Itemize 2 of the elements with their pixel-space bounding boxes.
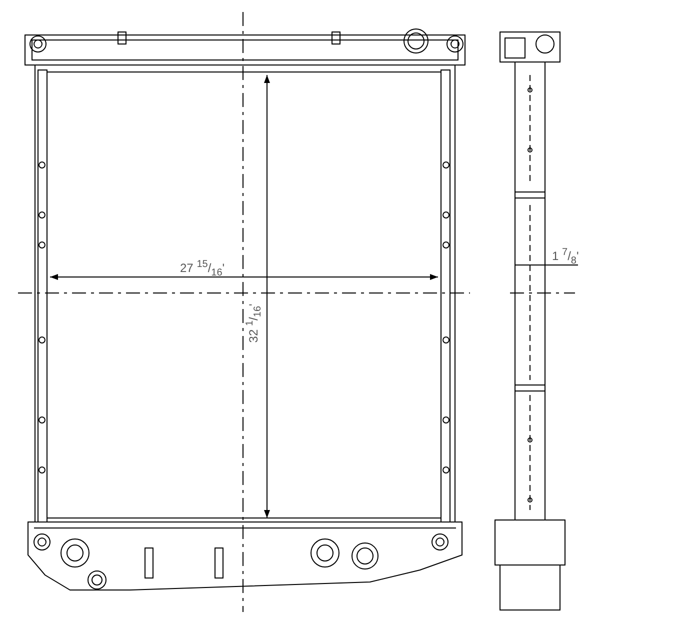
dimension-label: 1 $^{7}$/$_{8}$' bbox=[552, 246, 579, 268]
dimension-label: 27 $^{15}$/$_{16}$' bbox=[180, 258, 225, 280]
